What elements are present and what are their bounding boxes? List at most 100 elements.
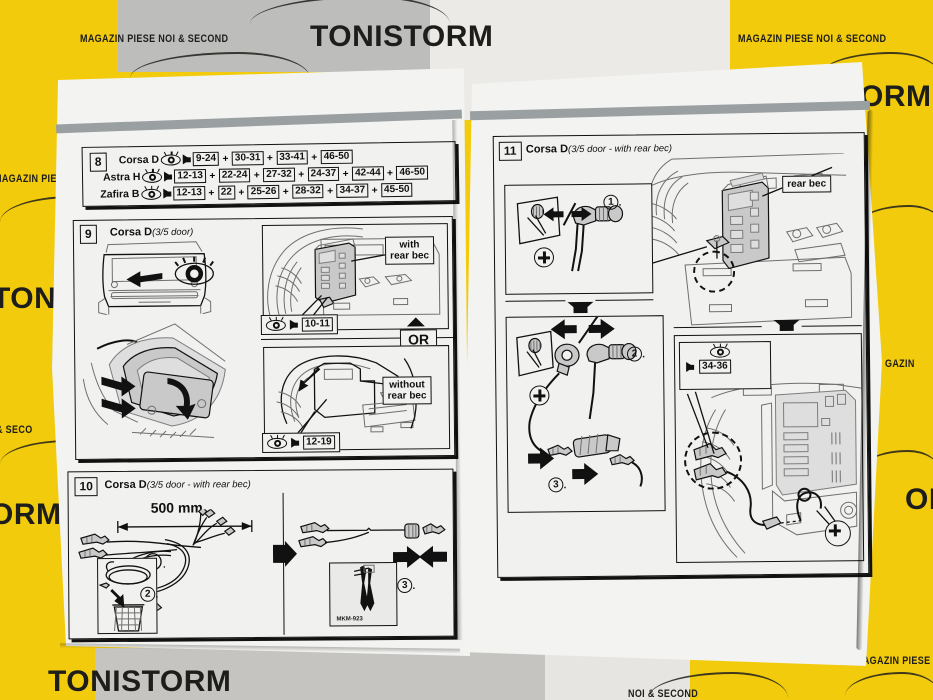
model-label: Astra H (102, 171, 141, 184)
connector-detail-highlight (683, 431, 743, 490)
step-8-panel: 8 Corsa D 9-24 + 30-31 + 33-41 + 46-50 A… (81, 141, 457, 207)
plus-terminal-icon (824, 520, 852, 547)
without-rear-bec-callout: without rear bec (382, 376, 432, 405)
watermark-brand: ON (905, 483, 933, 516)
car-outline-icon (130, 52, 310, 78)
callout-2: 2. (140, 586, 158, 602)
plus-separator: + (327, 185, 334, 197)
step-9-ref-with-box: 10-11 (260, 314, 338, 336)
plus-separator: + (342, 168, 349, 180)
range-chip: 10-11 (301, 317, 333, 332)
watermark-tagline: MAGAZIN PIESE (0, 173, 70, 185)
step-10-model: Corsa D (104, 478, 147, 492)
triangle-up-icon (406, 317, 425, 327)
step-9-panel: 9 Corsa D(3/5 door) (72, 216, 456, 460)
arrow-right-icon (182, 154, 192, 165)
step-11-ring-terminal-illustration (516, 316, 643, 487)
with-rear-bec-line1: with (399, 239, 420, 251)
range-chip: 46-50 (396, 165, 429, 180)
callout-2: 2. (626, 346, 645, 362)
arrow-right-icon (289, 319, 298, 330)
step-11-routing-illustration (686, 382, 862, 558)
arrow-right-large-icon (272, 540, 297, 567)
step-11-detail-panel-top: 1. (504, 183, 654, 295)
plus-separator: + (387, 167, 394, 179)
watermark-tagline: MAGAZIN PIESE NOI & SECOND (80, 33, 229, 45)
without-rear-bec-line2: rear bec (387, 390, 427, 402)
range-chip: 42-44 (351, 166, 384, 181)
plus-separator: + (209, 170, 216, 182)
with-rear-bec-callout: with rear bec (384, 236, 435, 265)
watermark-brand: TONISTORM (310, 20, 494, 53)
arrow-right-icon (291, 437, 300, 448)
without-rear-bec-line1: without (389, 379, 425, 391)
eye-icon (141, 185, 162, 200)
plus-separator: + (311, 151, 318, 163)
step-11-model: Corsa D (525, 143, 569, 156)
step-8-row-astra-h: Astra H 12-13 + 22-24 + 27-32 + 24-37 + … (102, 165, 429, 185)
range-chip: 25-26 (247, 184, 280, 200)
step-10-title: Corsa D(3/5 door - with rear bec) (104, 478, 250, 491)
eye-icon (142, 168, 163, 183)
eye-icon (267, 434, 288, 449)
watermark-tagline: MAGAZIN PIESE (855, 655, 931, 667)
model-label: Corsa D (118, 153, 160, 167)
plus-separator: + (266, 152, 273, 164)
arrow-right-icon (163, 188, 172, 199)
range-chip: 46-50 (320, 149, 353, 165)
watermark-tagline: GAZIN (885, 358, 915, 370)
plus-separator: + (208, 187, 215, 199)
rear-bec-detail-highlight (692, 250, 736, 293)
watermark-tagline: & SECO (0, 424, 33, 436)
step-10-panel: 10 Corsa D(3/5 door - with rear bec) 500… (67, 468, 455, 640)
step-11-rear-bec-illustration (644, 153, 853, 326)
step-8-row-corsa-d: Corsa D 9-24 + 30-31 + 33-41 + 46-50 (118, 149, 353, 168)
arrow-right-icon (686, 361, 695, 372)
step-11-ground-bolt-illustration (516, 196, 624, 272)
range-chip: 9-24 (192, 151, 220, 167)
plus-separator: + (282, 186, 289, 198)
crimp-tool-icon (353, 564, 375, 612)
model-label: Zafira B (100, 188, 140, 201)
step-10-number: 10 (74, 477, 98, 497)
step-11-divider-1 (505, 300, 566, 303)
step-9-with-rear-bec-subpanel: with rear bec (261, 223, 449, 332)
step-9-model: Corsa D (109, 226, 153, 239)
range-chip: 12-13 (173, 186, 206, 201)
plus-terminal-icon (533, 247, 555, 268)
step-8-number: 8 (89, 152, 107, 172)
range-chip: 33-41 (276, 150, 308, 165)
plus-separator: + (222, 153, 229, 165)
watermark-brand: TONISTORM (48, 665, 232, 698)
range-chip: 27-32 (263, 167, 295, 183)
car-outline-icon (845, 672, 933, 696)
plus-terminal-icon (529, 385, 550, 406)
watermark-brand: ORM (860, 80, 932, 113)
step-11-ref-box: 34-36 (678, 341, 772, 391)
step-11-subtitle: (3/5 door - with rear bec) (567, 143, 673, 156)
step-10-discard-inset: 2. (97, 557, 158, 635)
step-10-subtitle: (3/5 door - with rear bec) (146, 479, 251, 491)
background-grey-panel-bottom (95, 648, 545, 700)
rear-bec-callout: rear bec (782, 175, 832, 193)
discard-cable-illustration (98, 561, 151, 632)
range-chip: 12-19 (303, 435, 335, 450)
step-9-car-rear-illustration (82, 241, 226, 439)
step-11-panel: 11 Corsa D(3/5 door - with rear bec) (492, 132, 870, 578)
range-chip: 34-36 (699, 359, 731, 374)
step-11-number: 11 (498, 141, 522, 161)
step-9-title: Corsa D(3/5 door) (109, 226, 193, 239)
range-chip: 28-32 (292, 184, 324, 199)
eye-icon (709, 343, 731, 358)
step-11-title: Corsa D(3/5 door - with rear bec) (526, 142, 672, 156)
with-rear-bec-line2: rear bec (390, 250, 430, 262)
range-chip: 22 (217, 185, 236, 200)
watermark-brand: ORM (0, 498, 62, 531)
callout-3: 3. (548, 477, 566, 493)
eye-icon (160, 150, 182, 166)
range-chip: 24-37 (307, 166, 340, 182)
step-10-tool-box: MKM-923 (329, 562, 398, 627)
eye-icon (265, 316, 286, 331)
